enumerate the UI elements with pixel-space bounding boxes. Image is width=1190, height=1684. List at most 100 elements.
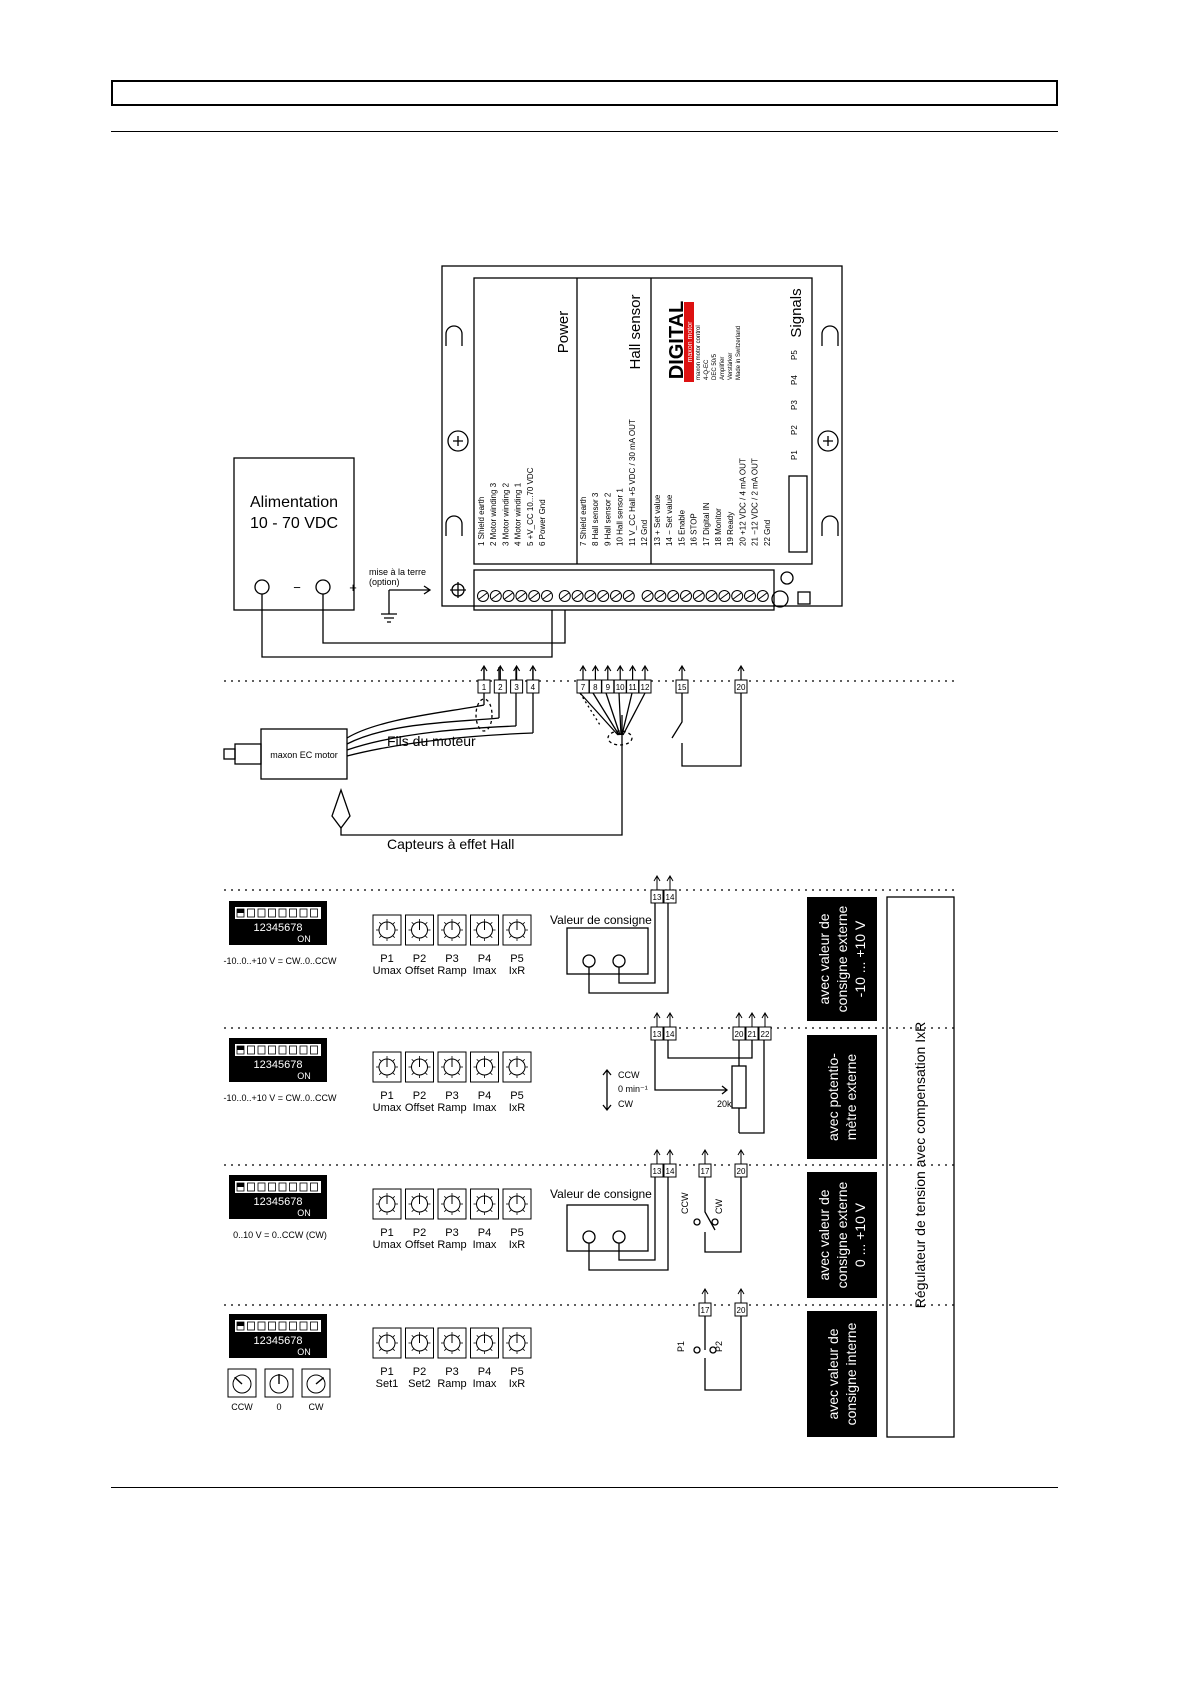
terminal-screw-icon — [667, 590, 680, 602]
right-title-frame — [886, 896, 955, 1438]
bottom-rule — [111, 1487, 1058, 1488]
terminal-number: 17 — [701, 1306, 710, 1315]
terminal-box-label: 8 — [593, 683, 598, 692]
terminal-screw-icon — [489, 590, 502, 602]
terminal-number: 20 — [737, 1306, 746, 1315]
pot-name: P3 — [445, 1366, 458, 1378]
terminal-screw-icon — [541, 590, 553, 602]
terminal-number: 21 — [748, 1030, 757, 1039]
pot-function: Set2 — [408, 1378, 431, 1390]
trim-pot-icon — [405, 1188, 434, 1220]
pot-name: P3 — [445, 1090, 458, 1102]
dip-caption: -10..0..+10 V = CW..0..CCW — [223, 956, 337, 966]
terminal-box-label: 11 — [628, 683, 637, 692]
brand-small-text: Verstärker — [728, 353, 734, 380]
terminal-screw-icon — [571, 590, 584, 602]
section-hall: Hall sensor — [627, 294, 644, 369]
hall-pin-label: 7 Shield earth — [579, 497, 588, 546]
terminal-screw-icon — [597, 590, 610, 602]
mode-label-line: -10 ... +10 V — [852, 920, 868, 997]
pot-name: P2 — [413, 1090, 426, 1102]
signal-pin-label: 22 Gnd — [763, 520, 772, 546]
trim-pot-icon — [405, 1327, 434, 1359]
power-supply-box — [233, 457, 355, 611]
hall-pin-label: 12 Gnd — [640, 520, 649, 546]
power-pin-label: 3 Motor winding 2 — [501, 482, 510, 546]
terminal-box-label: 15 — [678, 683, 687, 692]
pot-function: IxR — [509, 1378, 526, 1390]
terminal-box — [510, 679, 524, 694]
terminal-number: 13 — [653, 1167, 662, 1176]
switch-cw-label: CW — [714, 1199, 724, 1214]
trim-pot-icon — [372, 1327, 402, 1359]
trim-pot-icon — [372, 914, 402, 946]
mode-label-line: avec valeur de — [816, 913, 832, 1004]
terminal-box-label: 2 — [498, 683, 503, 692]
brand-small-text: maxon motor control — [696, 325, 702, 380]
terminal-screw-icon — [731, 590, 744, 602]
terminal-box-label: 3 — [514, 683, 519, 692]
brand-subtitle: maxon motor — [687, 321, 694, 363]
pot-name: P4 — [478, 1227, 491, 1239]
terminal-number: 14 — [666, 1167, 675, 1176]
brand-stripe — [684, 302, 694, 382]
trim-pot-icon — [470, 1051, 499, 1083]
pot-function: Offset — [405, 1102, 434, 1114]
switch-ccw-label: CCW — [680, 1192, 690, 1214]
brand-small-text: 4-Q-EC — [704, 359, 710, 380]
section-signals: Signals — [788, 288, 805, 337]
pot-function: Ramp — [437, 1378, 466, 1390]
small-pot-icon — [227, 1368, 257, 1398]
pot-name: P2 — [413, 1366, 426, 1378]
pot-name: P2 — [413, 953, 426, 965]
controller-pot-label: P1 — [790, 450, 799, 460]
dip-on-label: ON — [297, 1071, 311, 1081]
controller-pot-label: P2 — [790, 425, 799, 435]
dip-digits: 12345678 — [254, 1059, 303, 1071]
terminal-box-label: 20 — [737, 683, 746, 692]
trim-pot-icon — [372, 1188, 402, 1220]
pot-name: P5 — [510, 953, 523, 965]
terminal-box — [638, 679, 652, 694]
terminal-number: 20 — [735, 1030, 744, 1039]
signal-pin-label: 16 STOP — [690, 513, 699, 546]
signal-pin-label: 15 Enable — [677, 509, 686, 546]
brand-small-text: Made in Switzerland — [736, 326, 742, 380]
mode-label-line: mètre externe — [843, 1054, 859, 1141]
hall-pin-label: 11 V_CC Hall +5 VDC / 30 mA OUT — [628, 419, 637, 546]
terminal-screw-icon — [502, 590, 515, 602]
terminal-box-label: 1 — [482, 683, 487, 692]
trim-pot-icon — [437, 1051, 467, 1083]
terminal-screw-icon — [654, 590, 667, 602]
ground-label: mise à la terre — [369, 567, 426, 577]
pot-name: P2 — [413, 1227, 426, 1239]
pot-function: Umax — [373, 1102, 402, 1114]
pot-name: P4 — [478, 953, 491, 965]
power-pin-label: 5 +V_CC 10...70 VDC — [526, 467, 535, 546]
pot-name: P1 — [380, 1227, 393, 1239]
pot-name: P4 — [478, 1366, 491, 1378]
dip-on-label: ON — [297, 1347, 311, 1357]
terminal-screw-icon — [718, 590, 731, 602]
signal-pin-label: 20 +12 VDC / 4 mA OUT — [738, 458, 747, 546]
controller-front-panel — [473, 277, 813, 565]
mode-label-line: consigne interne — [843, 1322, 859, 1425]
pot-name: P5 — [510, 1090, 523, 1102]
pot-ccw-label: CCW — [618, 1070, 640, 1080]
signal-pin-label: 13 + Set value — [653, 494, 662, 546]
mode-label-box — [807, 1311, 877, 1437]
trim-pot-icon — [502, 1051, 532, 1083]
controller-pot-label: P4 — [790, 375, 799, 385]
trim-pot-icon — [470, 1327, 499, 1359]
top-rule — [111, 131, 1058, 132]
switch-p2-label: P2 — [714, 1341, 724, 1352]
terminal-screw-icon — [610, 590, 622, 602]
dip-caption: 0..10 V = 0..CCW (CW) — [233, 1230, 327, 1240]
pot-function: Ramp — [437, 965, 466, 977]
controller-pot-label: P5 — [790, 350, 799, 360]
terminal-number: 14 — [666, 1030, 675, 1039]
hall-sensors-label: Capteurs à effet Hall — [387, 836, 514, 852]
pot-function: IxR — [509, 965, 526, 977]
pot-function: Ramp — [437, 1239, 466, 1251]
trim-pot-icon — [502, 1188, 532, 1220]
